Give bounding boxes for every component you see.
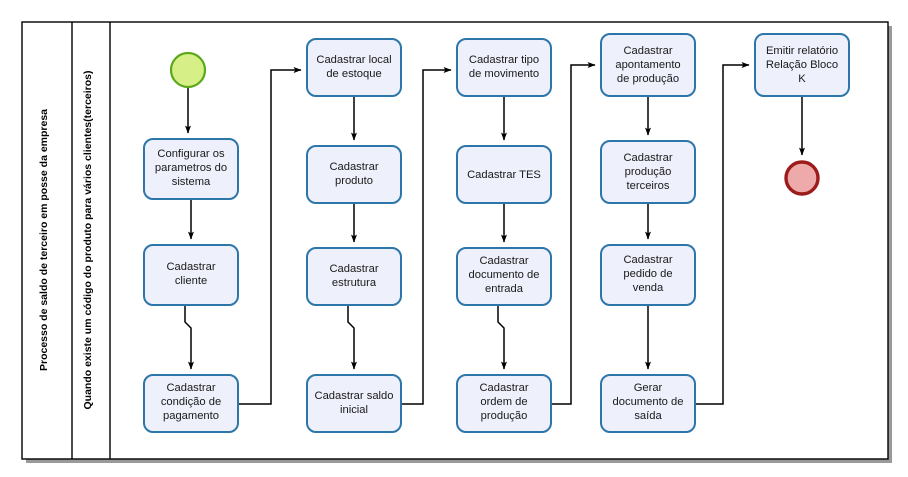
task-box[interactable] bbox=[306, 247, 402, 306]
flow-saldo-inicial-to-tipo-movimento bbox=[401, 66, 452, 405]
task-label-line: terceiros bbox=[627, 180, 670, 192]
flow-gerar-documento-to-emitir-relatorio bbox=[695, 61, 750, 405]
task-label-line: Cadastrar bbox=[329, 263, 378, 275]
task-gerar-documento-saida[interactable]: Gerar documento de saída bbox=[600, 374, 696, 433]
task-box[interactable] bbox=[600, 140, 696, 204]
task-cadastrar-tipo-movimento[interactable]: Cadastrar tipo de movimento bbox=[456, 38, 552, 97]
task-box[interactable] bbox=[456, 374, 552, 433]
task-label-line: Configurar os bbox=[157, 148, 225, 160]
task-label-line: inicial bbox=[340, 404, 368, 416]
task-label-line: Cadastrar bbox=[623, 152, 672, 164]
task-label-line: parametros do bbox=[155, 162, 227, 174]
task-emitir-relatorio-bloco-k[interactable]: Emitir relatório Relação Bloco K bbox=[754, 33, 850, 97]
task-label-line: Cadastrar bbox=[623, 254, 672, 266]
task-label-line: Cadastrar TES bbox=[467, 169, 541, 181]
flow-ordem-producao-to-apontamento bbox=[551, 61, 596, 405]
task-label-line: estrutura bbox=[332, 277, 377, 289]
task-cadastrar-estrutura[interactable]: Cadastrar estrutura bbox=[306, 247, 402, 306]
task-box[interactable] bbox=[143, 374, 239, 433]
start-event-icon bbox=[169, 51, 207, 89]
flow-cliente-to-condicao bbox=[184, 305, 195, 370]
task-box[interactable] bbox=[456, 247, 552, 306]
task-box[interactable] bbox=[143, 138, 239, 200]
task-label-line: Cadastrar saldo bbox=[315, 390, 394, 402]
task-configurar-parametros[interactable]: Configurar os parametros do sistema bbox=[143, 138, 239, 200]
task-label-line: venda bbox=[633, 282, 664, 294]
pool-shadow-right bbox=[888, 26, 892, 463]
task-label-line: produção bbox=[625, 166, 672, 178]
task-box[interactable] bbox=[456, 38, 552, 97]
task-label-line: K bbox=[798, 73, 806, 85]
task-label-line: cliente bbox=[175, 275, 207, 287]
column-1: Configurar os parametros do sistema Cada… bbox=[143, 138, 239, 433]
task-label-line: Cadastrar bbox=[329, 161, 378, 173]
task-cadastrar-local-estoque[interactable]: Cadastrar local de estoque bbox=[306, 38, 402, 97]
task-label-line: ordem de bbox=[480, 396, 527, 408]
task-cadastrar-condicao-pagamento[interactable]: Cadastrar condição de pagamento bbox=[143, 374, 239, 433]
column-4: Cadastrar apontamento de produção Cadast… bbox=[600, 33, 696, 433]
task-box[interactable] bbox=[600, 244, 696, 306]
task-label-line: Cadastrar local bbox=[316, 54, 391, 66]
task-label-line: Cadastrar bbox=[623, 45, 672, 57]
flow-estrutura-to-saldo-inicial bbox=[347, 305, 358, 370]
task-cadastrar-producao-terceiros[interactable]: Cadastrar produção terceiros bbox=[600, 140, 696, 204]
task-cadastrar-pedido-venda[interactable]: Cadastrar pedido de venda bbox=[600, 244, 696, 306]
task-label-line: pedido de bbox=[623, 268, 672, 280]
task-label-line: de estoque bbox=[326, 68, 381, 80]
sequence-flows bbox=[184, 61, 806, 405]
task-label-line: sistema bbox=[172, 176, 211, 188]
column-2: Cadastrar local de estoque Cadastrar pro… bbox=[306, 38, 402, 433]
task-box[interactable] bbox=[143, 244, 239, 306]
task-label-line: Gerar bbox=[634, 382, 663, 394]
task-cadastrar-saldo-inicial[interactable]: Cadastrar saldo inicial bbox=[306, 374, 402, 433]
task-label-line: apontamento bbox=[615, 59, 680, 71]
task-cadastrar-cliente[interactable]: Cadastrar cliente bbox=[143, 244, 239, 306]
task-label-line: pagamento bbox=[163, 410, 219, 422]
task-cadastrar-documento-entrada[interactable]: Cadastrar documento de entrada bbox=[456, 247, 552, 306]
task-label-line: produto bbox=[335, 175, 373, 187]
column-5: Emitir relatório Relação Bloco K bbox=[754, 33, 850, 97]
task-label-line: Cadastrar bbox=[479, 382, 528, 394]
lane-title-label: Quando existe um código do produto para … bbox=[82, 71, 94, 410]
task-label-line: Cadastrar bbox=[166, 261, 215, 273]
flow-documento-entrada-to-ordem-producao bbox=[497, 305, 508, 370]
task-box[interactable] bbox=[306, 145, 402, 204]
task-label-line: saída bbox=[634, 410, 662, 422]
task-box[interactable] bbox=[306, 38, 402, 97]
pool-shadow-bottom bbox=[26, 459, 892, 463]
task-label-line: condição de bbox=[161, 396, 221, 408]
task-box[interactable] bbox=[600, 33, 696, 97]
task-box[interactable] bbox=[754, 33, 850, 97]
task-label-line: Cadastrar tipo bbox=[469, 54, 539, 66]
task-label-line: Cadastrar bbox=[479, 255, 528, 267]
task-label-line: de produção bbox=[617, 73, 679, 85]
task-cadastrar-produto[interactable]: Cadastrar produto bbox=[306, 145, 402, 204]
task-label-line: Cadastrar bbox=[166, 382, 215, 394]
task-cadastrar-tes[interactable]: Cadastrar TES bbox=[456, 145, 552, 204]
task-label-line: produção bbox=[481, 410, 528, 422]
task-label-line: Relação Bloco bbox=[766, 59, 838, 71]
task-label-line: Emitir relatório bbox=[766, 45, 838, 57]
task-box[interactable] bbox=[306, 374, 402, 433]
task-box[interactable] bbox=[456, 145, 552, 204]
pool-title-label: Processo de saldo de terceiro em posse d… bbox=[38, 109, 50, 371]
task-cadastrar-apontamento-producao[interactable]: Cadastrar apontamento de produção bbox=[600, 33, 696, 97]
end-event-icon bbox=[784, 160, 820, 196]
task-label-line: documento de bbox=[613, 396, 684, 408]
task-label-line: documento de bbox=[469, 269, 540, 281]
task-label-line: entrada bbox=[485, 283, 524, 295]
flow-condicao-to-local-estoque bbox=[238, 66, 302, 405]
task-box[interactable] bbox=[600, 374, 696, 433]
task-label-line: de movimento bbox=[469, 68, 539, 80]
column-3: Cadastrar tipo de movimento Cadastrar TE… bbox=[456, 38, 552, 433]
task-cadastrar-ordem-producao[interactable]: Cadastrar ordem de produção bbox=[456, 374, 552, 433]
